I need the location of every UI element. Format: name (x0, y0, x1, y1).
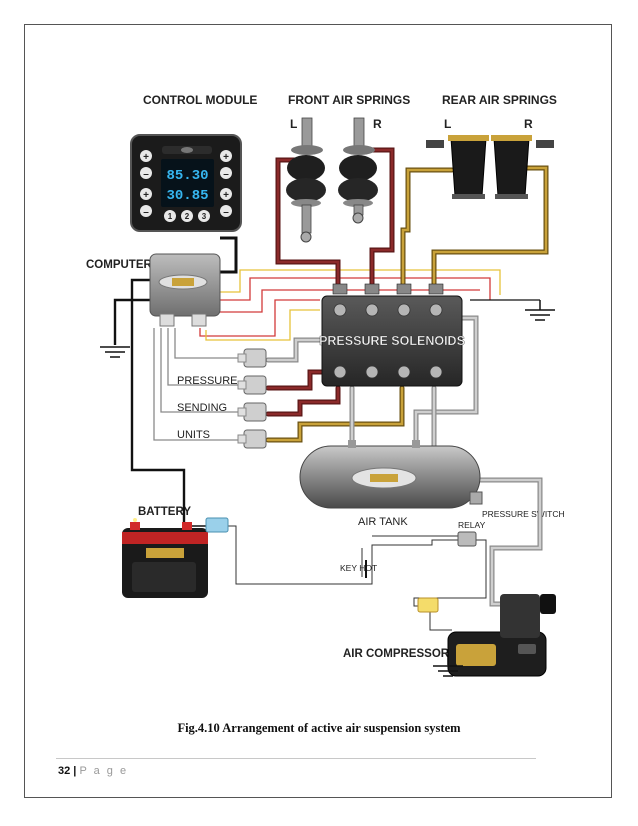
units-label: UNITS (177, 429, 210, 441)
pressure-switch (469, 491, 483, 505)
preset-3-label: 3 (202, 212, 207, 221)
control-display (161, 159, 214, 207)
compressor-fuse (417, 597, 439, 613)
left-rear-up-button[interactable] (140, 188, 152, 200)
plus-icon: + (223, 190, 229, 201)
left-rear-down-button[interactable] (140, 205, 152, 217)
pressure-solenoids: PRESSURE SOLENOIDS (319, 283, 465, 387)
front-left-air-spring (286, 117, 326, 243)
right-rear-up-button[interactable] (220, 188, 232, 200)
control-module: 85.30 30.85 + – + – + – + – 1 2 3 (130, 134, 242, 232)
battery (122, 518, 208, 598)
footer-divider (56, 758, 536, 759)
control-module-label: CONTROL MODULE (143, 93, 257, 107)
pressure-solenoids-label: PRESSURE SOLENOIDS (319, 334, 465, 348)
plus-icon: + (143, 152, 149, 163)
air-compressor (447, 594, 556, 677)
figure-caption: Fig.4.10 Arrangement of active air suspe… (177, 721, 461, 735)
battery-fuse (205, 517, 229, 533)
wiring (113, 236, 540, 665)
pressure-switch-label: PRESSURE SWITCH (482, 509, 565, 519)
page-number: 32 | (58, 765, 77, 777)
page-footer: 32 | P a g e (58, 765, 128, 777)
air-lines (265, 147, 549, 607)
sending-unit (237, 429, 267, 449)
plus-icon: + (143, 190, 149, 201)
ground-icon-computer (100, 346, 130, 358)
sending-unit (237, 375, 267, 395)
air-tank-label: AIR TANK (358, 516, 408, 528)
relay (457, 531, 477, 547)
battery-label: BATTERY (138, 506, 191, 518)
minus-icon: – (143, 207, 149, 218)
computer-label: COMPUTER (86, 259, 153, 271)
preset-2-label: 2 (185, 212, 190, 221)
rear-left-air-spring (426, 135, 489, 199)
rear-right-air-spring (491, 135, 554, 199)
ground-icon-solenoids (525, 300, 555, 321)
sending-label: SENDING (177, 402, 227, 414)
rear-right-label: R (524, 117, 533, 131)
left-front-up-button[interactable] (140, 150, 152, 162)
key-hot-label: KEY HOT (340, 563, 377, 573)
front-right-label: R (373, 117, 382, 131)
sending-unit (237, 348, 267, 368)
preset-3-button[interactable] (198, 210, 210, 222)
page-border (24, 24, 612, 798)
page-word: P a g e (79, 765, 129, 777)
minus-icon: – (143, 169, 149, 180)
preset-1-button[interactable] (164, 210, 176, 222)
display-line-2: 30.85 (166, 188, 208, 204)
air-tank (299, 440, 481, 509)
rear-left-label: L (444, 117, 451, 131)
computer-unit (149, 253, 221, 327)
right-front-up-button[interactable] (220, 150, 232, 162)
right-rear-down-button[interactable] (220, 205, 232, 217)
front-air-springs-label: FRONT AIR SPRINGS (288, 93, 410, 107)
left-front-down-button[interactable] (140, 167, 152, 179)
air-suspension-diagram: CONTROL MODULE FRONT AIR SPRINGS REAR AI… (86, 93, 565, 677)
relay-label: RELAY (458, 520, 486, 530)
right-front-down-button[interactable] (220, 167, 232, 179)
sending-unit (237, 402, 267, 422)
minus-icon: – (223, 169, 229, 180)
ground-icon-compressor (433, 665, 463, 677)
front-right-air-spring (338, 117, 378, 224)
plus-icon: + (223, 152, 229, 163)
display-line-1: 85.30 (166, 168, 208, 184)
sending-units (237, 348, 267, 449)
pressure-label: PRESSURE (177, 375, 238, 387)
preset-2-button[interactable] (181, 210, 193, 222)
air-compressor-label: AIR COMPRESSOR (343, 648, 450, 660)
rear-air-springs-label: REAR AIR SPRINGS (442, 93, 557, 107)
minus-icon: – (223, 207, 229, 218)
front-left-label: L (290, 117, 297, 131)
preset-1-label: 1 (168, 212, 173, 221)
